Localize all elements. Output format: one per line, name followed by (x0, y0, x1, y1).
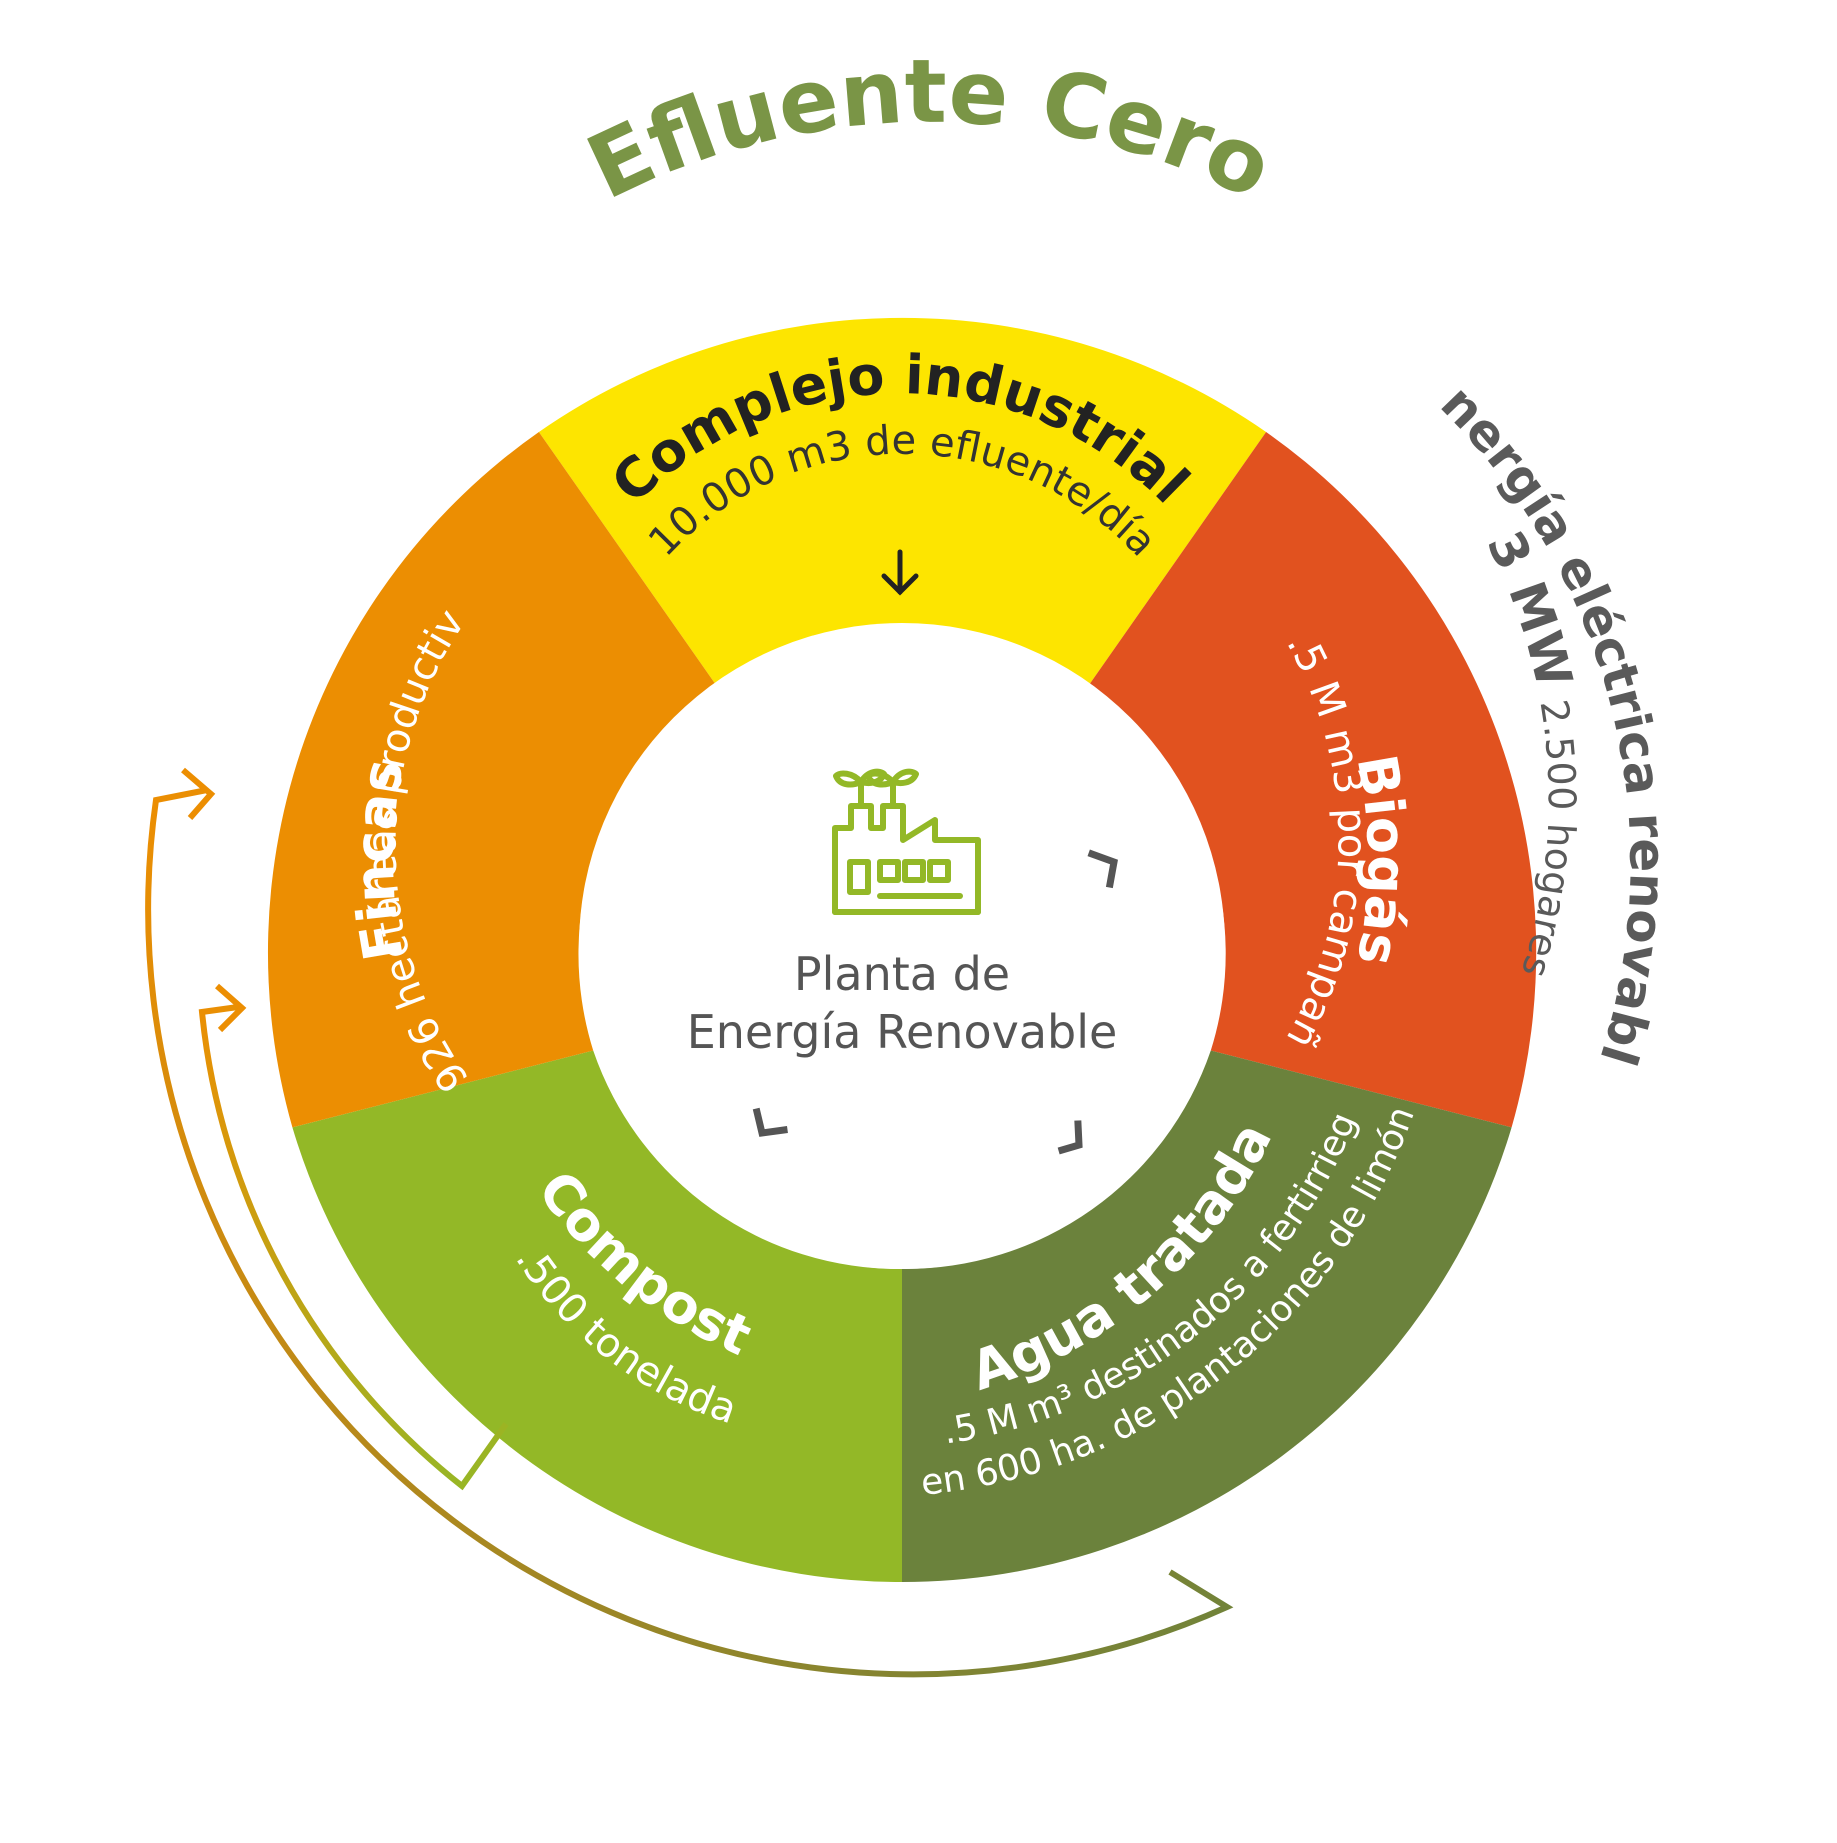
center-label-line1: Planta de (794, 947, 1010, 1001)
diagram-title-text: Efluente Cero (572, 40, 1288, 220)
segment-fincas (267, 432, 719, 1128)
biogas-title-text: Biogás (1345, 750, 1419, 970)
segment-compost (292, 1050, 902, 1582)
outer-arrows (145, 767, 1234, 1678)
center-circle (579, 623, 1225, 1269)
segment-complejo-industrial (538, 317, 1267, 689)
rotation-brackets (752, 849, 1118, 1155)
center-label-line2: Energía Renovable (687, 1005, 1118, 1059)
segment-agua-tratada (902, 1050, 1512, 1582)
ring (267, 317, 1537, 1582)
fincas-subtitle: 7.926 hectáreas productivas (0, 0, 478, 1100)
fincas-subtitle-text: 7.926 hectáreas productivas (0, 0, 478, 1100)
arrow-down-icon (881, 549, 919, 596)
return-arrow-outer (145, 787, 1234, 1678)
return-arrow-outer-head (181, 767, 216, 820)
segment-biogas (1086, 432, 1537, 1128)
return-arrow-inner (198, 1004, 509, 1491)
factory-plants-icon (832, 768, 981, 915)
return-arrow-inner-head (215, 983, 247, 1033)
bracket-bottom-right (1057, 1120, 1083, 1155)
diagram-title: Efluente Cero (572, 40, 1288, 220)
bracket-top-right (1087, 849, 1118, 889)
biogas-title: Biogás (1345, 750, 1419, 970)
bracket-bottom-left (752, 1107, 788, 1137)
